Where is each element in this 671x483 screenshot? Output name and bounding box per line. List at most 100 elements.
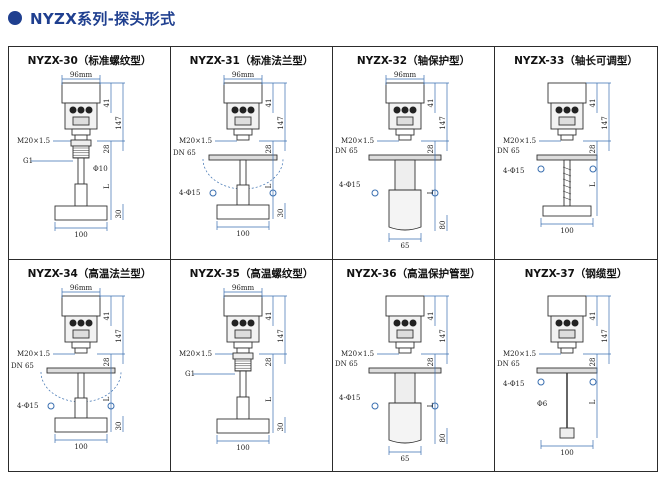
cell-title: NYZX-34（高温法兰型） xyxy=(27,268,152,280)
flange-circle xyxy=(202,158,284,190)
thread-label: M20×1.5 xyxy=(341,137,374,145)
cable-gland xyxy=(557,341,577,349)
neck xyxy=(398,347,412,354)
indicator-icon xyxy=(85,106,93,114)
height-label-41: 41 xyxy=(103,312,111,321)
indicator-icon xyxy=(393,106,401,114)
indicator-icon xyxy=(77,106,85,114)
height-label-41: 41 xyxy=(589,99,597,108)
bottom-width-label: 100 xyxy=(74,231,87,239)
height-label-28: 28 xyxy=(265,358,273,367)
indicator-icon xyxy=(247,106,255,114)
indicator-icon xyxy=(571,106,579,114)
width-label: 96mm xyxy=(232,71,255,79)
bottom-width-label: 100 xyxy=(74,443,87,451)
length-label: L xyxy=(103,396,111,401)
cable-gland xyxy=(395,341,415,349)
paddle-mount xyxy=(74,183,88,207)
neck xyxy=(398,134,412,141)
indicator-icon xyxy=(571,319,579,327)
dn-label: DN 65 xyxy=(11,362,34,370)
dn-label: DN 65 xyxy=(173,149,196,157)
indicator-icon xyxy=(69,106,77,114)
nameplate xyxy=(234,116,252,126)
hole-icon xyxy=(589,165,597,173)
hole-icon xyxy=(589,378,597,386)
height-label-bottom: 30 xyxy=(277,209,285,218)
paddle xyxy=(216,418,270,434)
g-label: G1 xyxy=(185,370,195,378)
section-title: NYZX系列-探头形式 xyxy=(30,9,176,28)
indicator-icon xyxy=(563,319,571,327)
enclosure-cap xyxy=(547,82,587,104)
paddle xyxy=(388,402,422,444)
dn-label: DN 65 xyxy=(335,360,358,368)
cell-title: NYZX-31（标准法兰型） xyxy=(189,55,314,67)
hole-icon xyxy=(47,402,55,410)
indicator-icon xyxy=(231,106,239,114)
flange xyxy=(368,154,442,161)
nameplate xyxy=(558,116,576,126)
width-label: 96mm xyxy=(394,71,417,79)
indicator-icon xyxy=(401,106,409,114)
flange xyxy=(46,367,116,374)
height-label-28: 28 xyxy=(103,358,111,367)
neck xyxy=(74,134,88,141)
flange-circle xyxy=(40,371,122,403)
neck xyxy=(560,347,574,354)
hex-nut xyxy=(232,352,254,360)
phi-label: Φ6 xyxy=(537,400,548,408)
bottom-width-label: 100 xyxy=(236,444,249,452)
cable-gland xyxy=(71,341,91,349)
phi-label: Φ10 xyxy=(93,165,108,173)
cell-title: NYZX-37（钢缆型） xyxy=(524,268,628,280)
holes-label: 4-Φ15 xyxy=(179,189,200,197)
paddle-mount xyxy=(74,397,88,419)
flange xyxy=(536,154,598,161)
paddle xyxy=(54,205,108,221)
bullet-icon xyxy=(8,11,22,25)
protection-tube xyxy=(394,159,416,191)
hole-icon xyxy=(371,189,379,197)
paddle xyxy=(54,417,108,433)
indicator-icon xyxy=(393,319,401,327)
height-label-28: 28 xyxy=(589,358,597,367)
height-label-bottom: 30 xyxy=(115,422,123,431)
width-label: 96mm xyxy=(70,284,93,292)
height-label-41: 41 xyxy=(265,312,273,321)
neck xyxy=(236,347,250,354)
bottom-width-label: 100 xyxy=(236,230,249,238)
width-label: 96mm xyxy=(70,71,93,79)
g-label: G1 xyxy=(23,157,33,165)
nameplate xyxy=(72,329,90,339)
holes-label: 4-Φ15 xyxy=(339,394,360,402)
length-label: L xyxy=(265,397,273,402)
enclosure-cap xyxy=(547,295,587,317)
height-label-41: 41 xyxy=(103,99,111,108)
nameplate xyxy=(234,329,252,339)
paddle xyxy=(388,189,422,231)
shaft xyxy=(239,370,247,398)
hole-icon xyxy=(209,189,217,197)
indicator-icon xyxy=(409,319,417,327)
height-label-bottom: 80 xyxy=(439,221,447,230)
thread-label: M20×1.5 xyxy=(341,350,374,358)
height-label-147: 147 xyxy=(277,329,285,342)
thread-mark xyxy=(562,166,572,171)
enclosure-cap xyxy=(223,295,263,317)
height-label-147: 147 xyxy=(115,329,123,342)
protection-tube xyxy=(394,372,416,404)
length-label: L xyxy=(589,182,597,187)
bottom-width-label: 100 xyxy=(560,227,573,235)
neck xyxy=(74,347,88,354)
cable-gland xyxy=(233,128,253,136)
thread-label: M20×1.5 xyxy=(503,350,536,358)
width-label: 96mm xyxy=(232,284,255,292)
shaft xyxy=(77,372,85,400)
